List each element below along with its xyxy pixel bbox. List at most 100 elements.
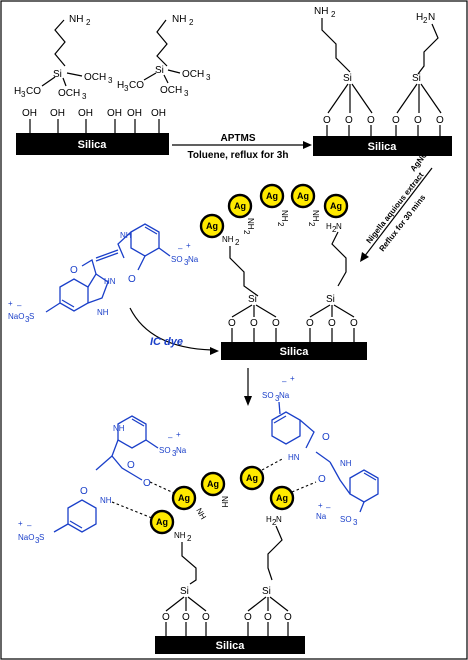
svg-text:Silica: Silica — [280, 346, 310, 358]
svg-text:Silica: Silica — [216, 640, 246, 652]
svg-text:+: + — [186, 241, 191, 250]
svg-text:2: 2 — [187, 534, 192, 543]
svg-text:O: O — [264, 612, 272, 623]
svg-text:CO: CO — [129, 80, 144, 91]
svg-text:–: – — [326, 503, 331, 512]
svg-text:O: O — [284, 612, 292, 623]
svg-text:O: O — [228, 318, 236, 329]
svg-text:OH: OH — [107, 108, 122, 119]
ag-particle — [199, 213, 225, 239]
svg-text:NH: NH — [69, 14, 83, 25]
svg-text:NaO: NaO — [18, 533, 34, 542]
svg-text:2: 2 — [86, 18, 91, 27]
svg-text:OCH: OCH — [58, 88, 80, 99]
svg-text:OCH: OCH — [160, 85, 182, 96]
svg-text:NH: NH — [246, 218, 255, 230]
svg-text:+: + — [318, 501, 323, 510]
svg-text:3: 3 — [21, 90, 26, 99]
ag-particle — [227, 193, 253, 219]
svg-text:Ag: Ag — [207, 479, 219, 489]
svg-text:O: O — [436, 115, 444, 126]
svg-text:NH: NH — [311, 210, 320, 222]
svg-text:O: O — [128, 274, 136, 285]
svg-text:Si: Si — [53, 69, 62, 80]
svg-text:+: + — [8, 299, 13, 308]
svg-text:Ag: Ag — [156, 517, 168, 527]
svg-text:2: 2 — [332, 225, 337, 234]
svg-text:O: O — [350, 318, 358, 329]
silver-nanoparticles-stage3: Ag Ag Ag Ag Ag — [149, 465, 295, 535]
ag-particle — [239, 465, 265, 491]
svg-text:Ag: Ag — [178, 493, 190, 503]
ag-particle — [323, 193, 349, 219]
svg-text:S: S — [29, 312, 34, 321]
svg-text:S: S — [39, 533, 44, 542]
svg-text:NH: NH — [280, 210, 289, 222]
svg-text:H: H — [266, 515, 272, 524]
ag-particle — [269, 485, 295, 511]
svg-text:3: 3 — [82, 92, 87, 101]
svg-text:O: O — [392, 115, 400, 126]
svg-text:2: 2 — [242, 230, 251, 235]
svg-text:OH: OH — [78, 108, 93, 119]
svg-text:Ag: Ag — [330, 201, 342, 211]
svg-text:SO: SO — [340, 515, 352, 524]
svg-text:H: H — [326, 222, 332, 231]
svg-text:2: 2 — [276, 222, 285, 227]
svg-text:H: H — [117, 80, 124, 91]
svg-text:3: 3 — [206, 73, 211, 82]
svg-text:OH: OH — [22, 108, 37, 119]
step1-conditions: Toluene, reflux for 3h — [188, 150, 289, 161]
svg-text:Ag: Ag — [266, 191, 278, 201]
svg-text:Na: Na — [316, 512, 327, 521]
svg-text:Si: Si — [343, 73, 352, 84]
svg-text:NH: NH — [194, 507, 208, 522]
svg-text:NH: NH — [220, 496, 229, 508]
svg-text:Na: Na — [188, 255, 199, 264]
svg-text:3: 3 — [172, 449, 177, 458]
svg-text:O: O — [414, 115, 422, 126]
svg-text:O: O — [162, 612, 170, 623]
svg-text:+: + — [290, 374, 295, 383]
svg-text:OH: OH — [151, 108, 166, 119]
svg-text:Silica: Silica — [78, 139, 108, 151]
svg-text:OH: OH — [50, 108, 65, 119]
svg-text:2: 2 — [272, 518, 277, 527]
ag-particle — [290, 183, 316, 209]
svg-text:2: 2 — [189, 18, 194, 27]
svg-text:3: 3 — [35, 536, 40, 545]
svg-text:Ag: Ag — [234, 201, 246, 211]
svg-text:O: O — [202, 612, 210, 623]
svg-text:O: O — [345, 115, 353, 126]
svg-text:H: H — [416, 12, 423, 23]
svg-text:N: N — [276, 515, 282, 524]
svg-text:O: O — [70, 265, 78, 276]
svg-text:Ag: Ag — [297, 191, 309, 201]
svg-text:NH: NH — [172, 14, 186, 25]
svg-text:OH: OH — [127, 108, 142, 119]
silanol-groups: OH OH OH OH OH OH — [22, 108, 166, 133]
svg-text:Si: Si — [262, 586, 271, 597]
svg-text:2: 2 — [331, 10, 336, 19]
svg-text:Silica: Silica — [368, 141, 398, 153]
ag-particle — [149, 509, 175, 535]
step2-arrow: AgNO3 Nigella aquious extract Reflux for… — [360, 150, 434, 262]
svg-text:NH: NH — [340, 459, 352, 468]
svg-text:H: H — [14, 86, 21, 97]
svg-text:O: O — [250, 318, 258, 329]
svg-text:3: 3 — [184, 258, 189, 267]
svg-text:NH: NH — [113, 424, 125, 433]
svg-text:NH: NH — [314, 6, 328, 17]
svg-text:O: O — [306, 318, 314, 329]
svg-text:NH: NH — [100, 496, 112, 505]
svg-text:2: 2 — [423, 16, 428, 25]
svg-text:Na: Na — [176, 446, 187, 455]
svg-text:–: – — [17, 301, 22, 310]
